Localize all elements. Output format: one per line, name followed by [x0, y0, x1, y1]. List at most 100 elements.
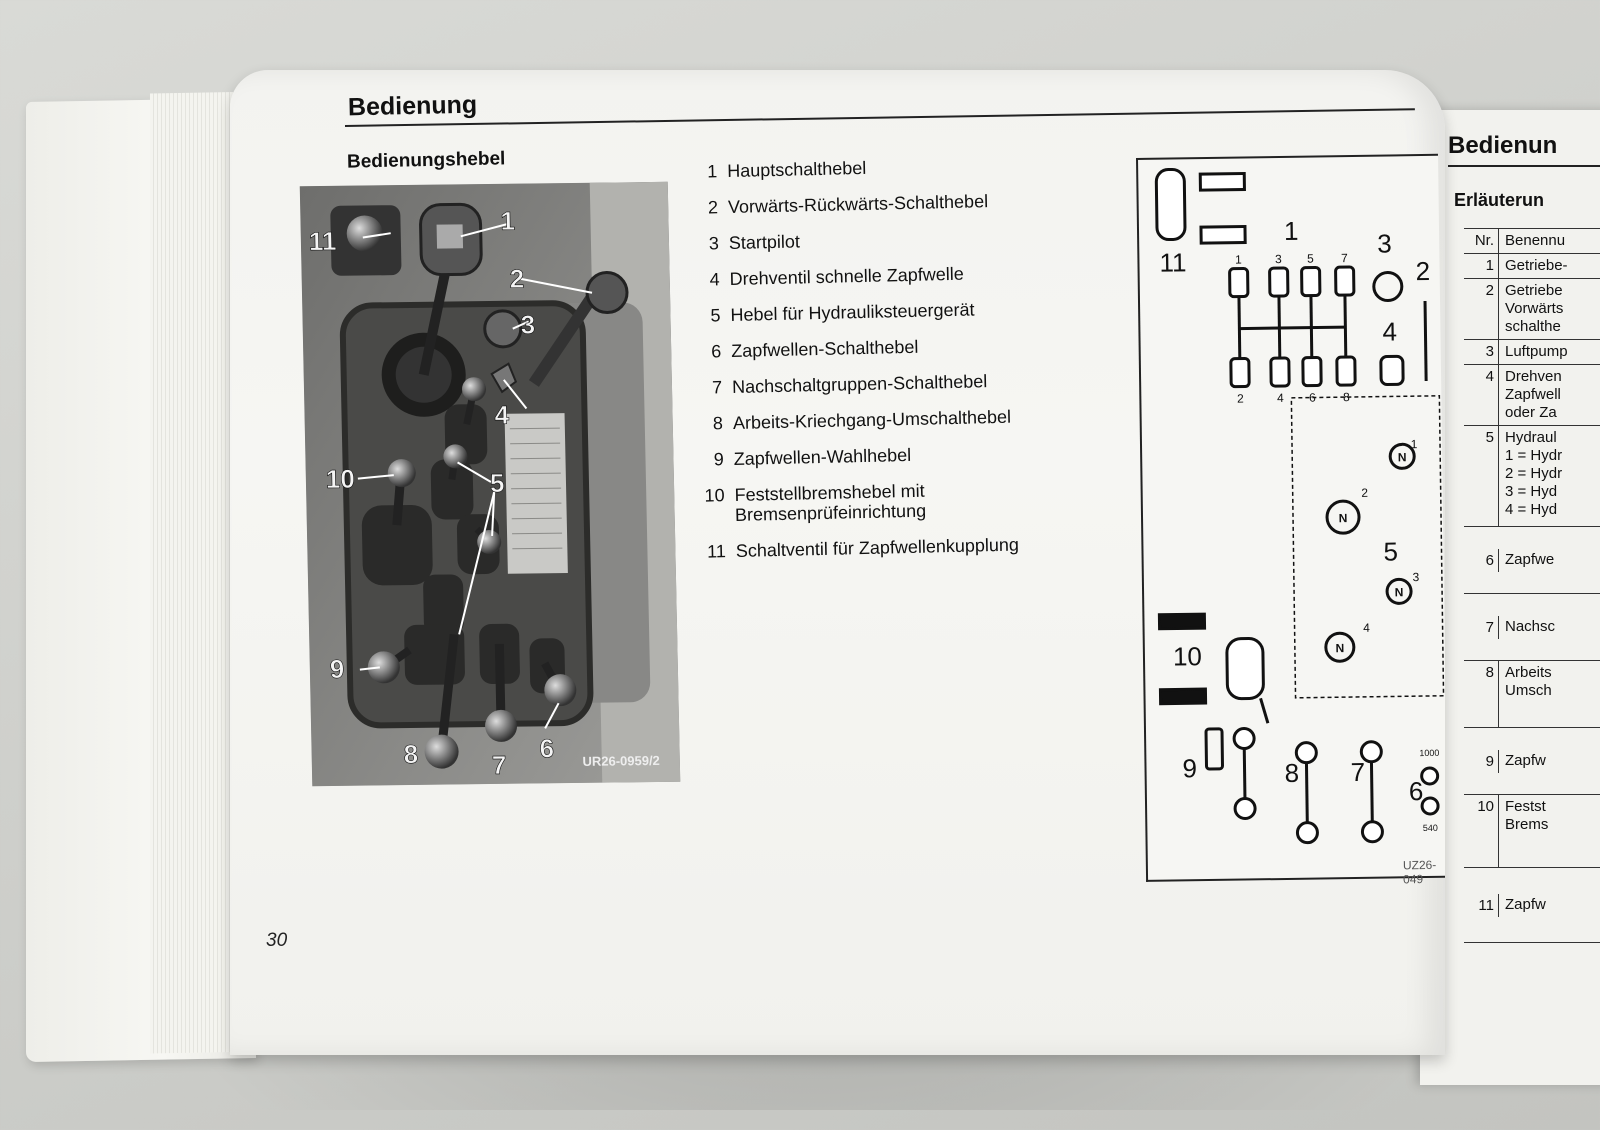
diagram-label-3: 3: [1377, 228, 1392, 259]
hyd-pos-2: 2: [1361, 486, 1368, 500]
legend-num: 8: [712, 413, 724, 434]
row-nr: 3: [1464, 340, 1499, 364]
legend-item: 10 Feststellbremshebel mit Bremsenprüfein…: [692, 478, 1053, 526]
row-nr: 11: [1464, 893, 1499, 917]
row-nr: 10: [1464, 795, 1499, 867]
pto-speed-1000: 1000: [1419, 748, 1439, 758]
row-name: Luftpump: [1505, 343, 1568, 360]
legend-item: 9 Zapfwellen-Wahlhebel: [692, 442, 1052, 470]
photo-label-10: 10: [326, 464, 356, 494]
legend-num: 2: [707, 197, 719, 218]
neutral-4: N: [1335, 641, 1344, 655]
row-name: Nachsc: [1505, 618, 1556, 635]
page-number: 30: [266, 930, 288, 951]
gear-1: 1: [1235, 253, 1242, 267]
row-name: Zapfw: [1505, 896, 1546, 913]
diagram-label-4: 4: [1382, 316, 1398, 347]
legend-num: 5: [710, 305, 721, 326]
neutral-3: N: [1395, 585, 1404, 599]
gear-2: 2: [1237, 392, 1244, 406]
legend-num: 1: [706, 161, 718, 182]
legend-num: 10: [704, 485, 725, 506]
row-nr: 7: [1464, 615, 1499, 639]
legend-item: 2 Vorwärts-Rückwärts-Schalthebel: [686, 190, 1046, 218]
subsection-title: Bedienungshebel: [346, 148, 506, 173]
diagram-illustration: 1 3 5 7 2 4 6 8 1 2 3 4 N N N N 1000 540: [1154, 167, 1445, 845]
legend-text: Drehventil schnelle Zapfwelle: [729, 263, 964, 290]
gear-4: 4: [1277, 391, 1284, 405]
legend-item: 1 Hauptschalthebel: [685, 154, 1045, 182]
diagram-label-8: 8: [1284, 757, 1300, 788]
legend-text: Schaltventil für Zapfwellenkupplung: [735, 534, 1020, 561]
table-row: 3 Luftpump: [1464, 340, 1600, 365]
hyd-pos-4: 4: [1363, 621, 1370, 635]
row-nr: 5: [1464, 426, 1499, 526]
legend-text: Vorwärts-Rückwärts-Schalthebel: [727, 191, 989, 218]
row-nr: 9: [1464, 749, 1499, 773]
diagram-label-1: 1: [1283, 215, 1299, 246]
legend-text: Nachschaltgruppen-Schalthebel: [731, 371, 988, 397]
control-levers-photo: 11 1 2 3 4 10 5 9 6 8 7 UR26-0959/2: [299, 181, 681, 787]
diagram-label-2: 2: [1415, 255, 1431, 287]
legend-item: 7 Nachschaltgruppen-Schalthebel: [690, 370, 1050, 398]
photo-label-7: 7: [492, 750, 507, 780]
shift-pattern-diagram: 1 3 5 7 2 4 6 8 1 2 3 4 N N N N 1000 540…: [1136, 153, 1445, 886]
neutral-1: N: [1339, 511, 1348, 525]
gear-5: 5: [1307, 252, 1314, 266]
legend-num: 6: [711, 341, 722, 362]
row-nr: 6: [1464, 548, 1499, 572]
photo-label-6: 6: [539, 733, 554, 763]
table-header: Nr. Benennu: [1464, 229, 1600, 254]
row-nr: 2: [1464, 279, 1499, 339]
photo-label-3: 3: [520, 309, 535, 339]
diagram-label-7: 7: [1350, 756, 1366, 788]
photo-label-1: 1: [500, 206, 515, 236]
legend-num: 9: [713, 449, 724, 470]
neutral-2: N: [1398, 450, 1407, 464]
legend-item: 6 Zapfwellen-Schalthebel: [689, 334, 1049, 362]
right-page-subtitle: Erläuterun: [1454, 190, 1545, 210]
row-name: Arbeits Umsch: [1505, 664, 1552, 699]
gear-3: 3: [1275, 252, 1282, 266]
header-name: Benennu: [1505, 232, 1566, 249]
legend-text: Hauptschalthebel: [726, 157, 867, 182]
header-nr: Nr.: [1464, 229, 1499, 253]
photo-label-5: 5: [490, 468, 505, 498]
right-page-title: Bedienun: [1448, 132, 1558, 159]
title-rule: [344, 108, 1415, 127]
diagram-label-11: 11: [1159, 247, 1187, 278]
legend-text: Zapfwellen-Schalthebel: [731, 336, 919, 361]
table-row: 11 Zapfw: [1464, 868, 1600, 943]
section-title: Bedienung: [347, 90, 478, 122]
hyd-pos-1: 1: [1411, 437, 1418, 451]
legend-text: Feststellbremshebel mit Bremsenprüfeinri…: [734, 480, 927, 525]
row-name: Festst Brems: [1505, 798, 1549, 833]
gear-8: 8: [1343, 390, 1350, 404]
diagram-code: UZ26-049: [1402, 857, 1437, 887]
pto-speed-540: 540: [1423, 823, 1438, 833]
row-name: Getriebe Vorwärts schalthe: [1505, 282, 1564, 335]
right-page-rule: [1448, 165, 1600, 167]
photo-label-9: 9: [330, 654, 345, 684]
row-name: Zapfw: [1505, 752, 1546, 769]
legend-num: 7: [711, 377, 723, 398]
manual-page: Bedienung Bedienungshebel: [230, 70, 1445, 1055]
photo-code: UR26-0959/2: [582, 752, 660, 769]
legend-text: Zapfwellen-Wahlhebel: [733, 444, 912, 469]
photo-label-2: 2: [509, 264, 524, 294]
table-row: 9 Zapfw: [1464, 728, 1600, 795]
legend-text: Startpilot: [728, 231, 801, 254]
row-nr: 8: [1464, 661, 1499, 727]
diagram-label-10: 10: [1172, 641, 1203, 672]
